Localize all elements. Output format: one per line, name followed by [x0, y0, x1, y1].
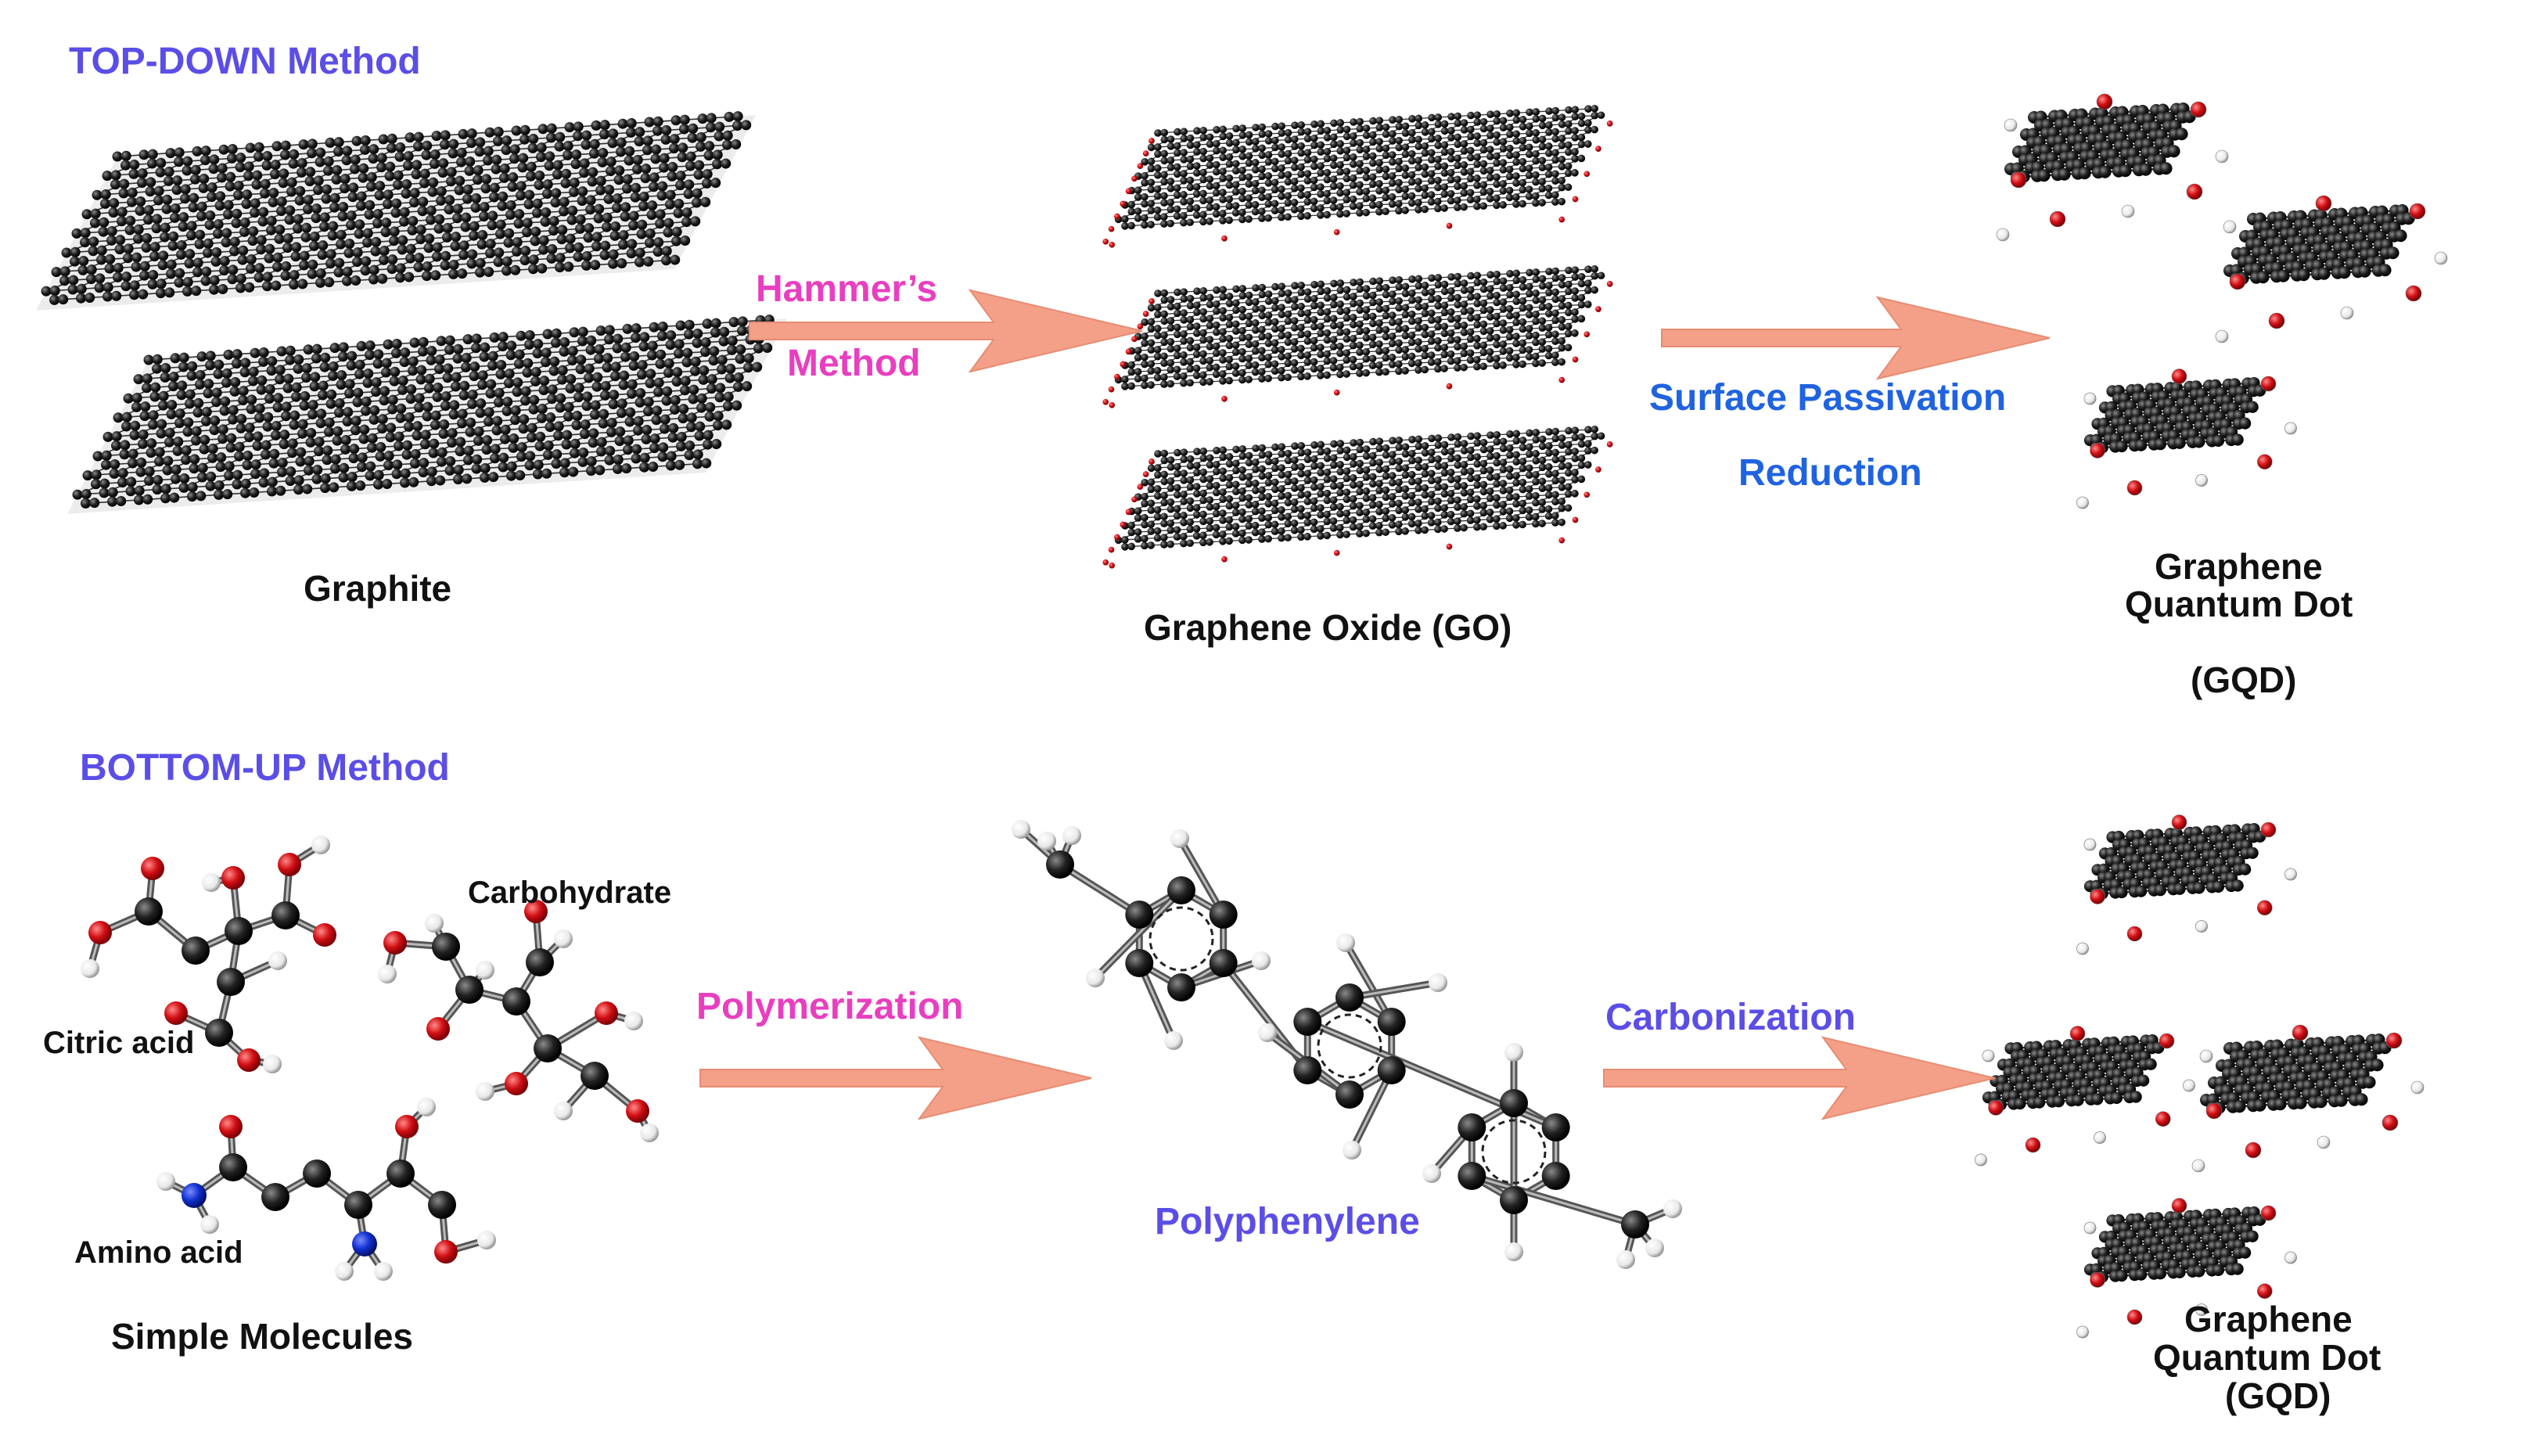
bottom-up-heading: BOTTOM-UP Method — [80, 747, 450, 789]
bottom-gqd-line1: Graphene — [2184, 1299, 2353, 1339]
aromatic-ring-1 — [1148, 906, 1214, 972]
top-quantum-dot-1 — [1996, 93, 2229, 242]
carbonization-label: Carbonization — [1605, 997, 1856, 1038]
graphene-oxide-label: Graphene Oxide (GO) — [1144, 607, 1512, 648]
polymerization-label: Polymerization — [696, 986, 964, 1027]
top-quantum-dot-2 — [2215, 195, 2448, 343]
polymerization-arrow — [699, 1036, 1092, 1120]
citric-acid-label: Citric acid — [43, 1026, 195, 1060]
passivation-arrow — [1661, 296, 2051, 380]
aromatic-ring-2 — [1317, 1013, 1382, 1079]
reduction-label: Reduction — [1738, 452, 1922, 494]
top-quantum-dot-3 — [2076, 368, 2297, 509]
hammers-method-label: Method — [787, 343, 921, 384]
polyphenylene-label: Polyphenylene — [1155, 1201, 1420, 1242]
top-gqd-line2: Quantum Dot — [2125, 584, 2353, 624]
amino-acid-label: Amino acid — [74, 1235, 243, 1270]
carbohydrate-molecule — [378, 900, 659, 1142]
citric-acid-molecule — [81, 836, 336, 1073]
amino-acid-molecule — [156, 1098, 496, 1281]
bottom-quantum-dot-1 — [2076, 814, 2297, 955]
graphite-sheet-upper — [36, 111, 756, 311]
bottom-quantum-dot-2 — [1975, 1026, 2195, 1167]
top-gqd-line3: (GQD) — [2191, 660, 2297, 700]
carbonization-arrow — [1603, 1036, 1996, 1120]
top-gqd-line1: Graphene — [2155, 546, 2323, 587]
molecules-layer — [81, 820, 1682, 1281]
top-down-heading: TOP-DOWN Method — [69, 41, 421, 82]
graphene-oxide-sheet-1 — [1102, 104, 1613, 248]
bottom-gqd-line2: Quantum Dot — [2153, 1337, 2381, 1378]
arrows-layer — [699, 289, 2051, 1120]
surface-passivation-label: Surface Passivation — [1649, 377, 2007, 419]
graphene-oxide-sheet-2 — [1102, 264, 1613, 408]
bottom-quantum-dot-3 — [2191, 1024, 2425, 1173]
graphite-sheet-lower — [67, 315, 787, 514]
hammers-arrow — [749, 289, 1143, 373]
graphene-oxide-sheet-3 — [1102, 425, 1613, 569]
simple-molecules-label: Simple Molecules — [111, 1316, 414, 1357]
bottom-quantum-dot-4 — [2076, 1198, 2297, 1339]
carbohydrate-label: Carbohydrate — [468, 875, 672, 910]
graphene-sheets-layer — [36, 93, 2448, 1339]
bottom-gqd-line3: (GQD) — [2225, 1375, 2331, 1416]
hammers-label: Hammer’s — [756, 268, 938, 310]
polyphenylene-molecule — [1012, 820, 1682, 1269]
aromatic-ring-3 — [1481, 1119, 1547, 1185]
graphite-label: Graphite — [304, 568, 452, 609]
